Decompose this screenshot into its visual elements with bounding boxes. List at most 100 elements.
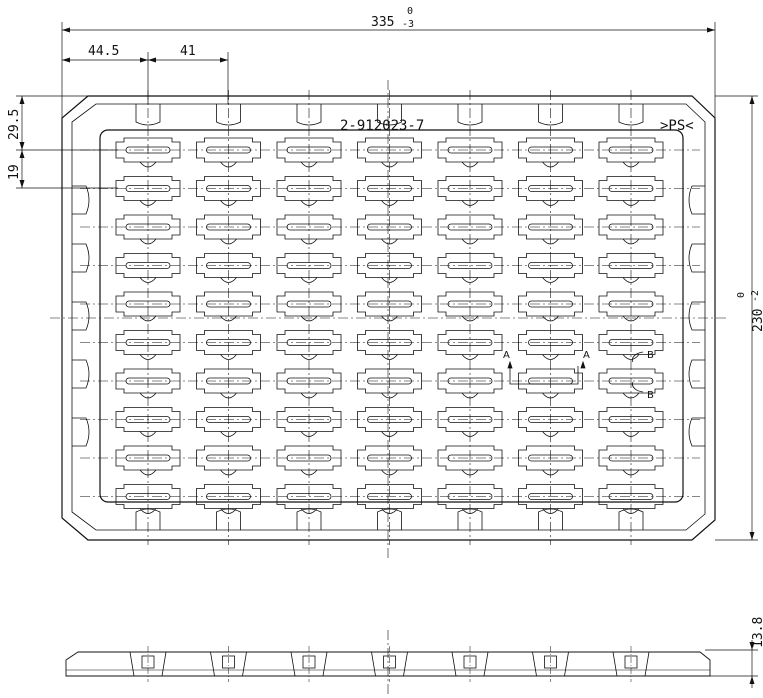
pocket-outline <box>357 291 422 317</box>
pocket-outline <box>196 330 261 355</box>
pocket-outline <box>437 137 503 163</box>
pocket-outline <box>357 368 422 394</box>
pocket-outline <box>276 137 342 163</box>
pocket-outline <box>437 407 503 432</box>
pocket-outline <box>437 176 503 201</box>
pocket-outline <box>196 291 261 317</box>
section-a-right: A <box>583 350 590 361</box>
pocket-outline <box>518 137 583 163</box>
pocket-outline <box>196 137 261 163</box>
pocket-outline <box>598 253 664 278</box>
side-view-feet <box>129 646 650 682</box>
dim-overall-height-tol-upper: 0 <box>736 292 747 298</box>
pocket-outline <box>196 253 261 278</box>
pocket-outline <box>276 176 342 201</box>
pocket-outline <box>598 176 664 201</box>
pocket-outline <box>276 330 342 355</box>
part-number-label: 2-912023-7 <box>340 118 424 134</box>
pocket-outline <box>115 368 181 394</box>
pocket-outline <box>357 214 422 240</box>
pocket-bridge <box>300 277 318 283</box>
pocket-outline <box>437 214 503 240</box>
pocket-outline <box>276 291 342 317</box>
dim-pitch-x: 41 <box>180 44 196 59</box>
pocket-bridge <box>622 277 640 283</box>
material-label: >PS< <box>660 118 694 134</box>
pocket-outline <box>518 214 583 240</box>
pocket-outline <box>115 214 181 240</box>
pocket-outline <box>115 445 181 471</box>
pocket-bridge <box>622 354 640 360</box>
rim-tab-top <box>216 104 241 126</box>
pocket-outline <box>115 407 181 432</box>
pocket-bridge <box>542 354 559 360</box>
center-lines <box>50 80 728 560</box>
pocket-outline <box>437 368 503 394</box>
pocket-outline <box>598 368 664 394</box>
pocket-bridge <box>542 277 559 283</box>
pocket-outline <box>276 484 342 509</box>
rim-tab-top <box>377 104 402 126</box>
pocket-outline <box>276 214 342 240</box>
pocket-outline <box>357 176 422 201</box>
pocket-outline <box>115 484 181 509</box>
pocket-bridge <box>381 277 398 283</box>
pocket-bridge <box>461 354 479 360</box>
pocket-outline <box>357 253 422 278</box>
dim-overall-width-tol-upper: 0 <box>407 6 413 17</box>
dimension-arrows <box>19 27 755 684</box>
pocket-outline <box>598 330 664 355</box>
pocket-outline <box>518 484 583 509</box>
section-b-top: B <box>647 350 654 361</box>
pocket-outline <box>357 330 422 355</box>
rim-tab-right <box>688 243 705 273</box>
pocket-outline <box>357 445 422 471</box>
pocket-outline <box>518 253 583 278</box>
pocket-outline <box>598 445 664 471</box>
rim-tab-right <box>688 417 705 447</box>
dim-edge-y: 29.5 <box>7 109 22 140</box>
pocket-outline <box>196 214 261 240</box>
rim-tab-top <box>135 104 161 126</box>
pocket-outline <box>276 253 342 278</box>
rim-tab-top <box>538 104 563 126</box>
pocket-outline <box>276 368 342 394</box>
pocket-outline <box>276 445 342 471</box>
pocket-bridge <box>220 277 237 283</box>
dim-overall-width-tol-lower: -3 <box>402 19 414 30</box>
pocket-outline <box>598 137 664 163</box>
pocket-outline <box>196 176 261 201</box>
pocket-outline <box>357 407 422 432</box>
pocket-bridge <box>220 354 237 360</box>
rim-tab-left <box>72 301 90 331</box>
rim-tab-left <box>72 243 90 273</box>
pocket-outline <box>115 137 181 163</box>
rim-tab-right <box>688 301 705 331</box>
pocket-outline <box>518 445 583 471</box>
pocket-bridge <box>461 277 479 283</box>
pocket-outline <box>115 176 181 201</box>
dim-pitch-y: 19 <box>7 164 22 180</box>
rim-tab-right <box>688 185 705 215</box>
section-b-bottom: B <box>647 390 654 401</box>
rim-tab-top <box>296 104 322 126</box>
pocket-outline <box>437 330 503 355</box>
rim-tab-left <box>72 359 90 389</box>
pocket-outline <box>518 368 583 394</box>
pocket-outline <box>598 484 664 509</box>
section-marks <box>507 351 644 393</box>
tray-outline <box>61 95 716 541</box>
pocket-bridge <box>139 277 157 283</box>
pocket-outline <box>357 137 422 163</box>
pocket-outline <box>276 407 342 432</box>
dim-first-pitch: 44.5 <box>88 44 119 59</box>
dim-overall-height-tol-lower: -2 <box>750 290 761 302</box>
pocket-outline <box>196 368 261 394</box>
dim-overall-width: 335 <box>371 15 394 30</box>
pocket-outline <box>115 291 181 317</box>
pocket-outline <box>437 291 503 317</box>
pocket-outline <box>598 214 664 240</box>
rim-tab-left <box>72 185 90 215</box>
pocket-outline <box>196 407 261 432</box>
